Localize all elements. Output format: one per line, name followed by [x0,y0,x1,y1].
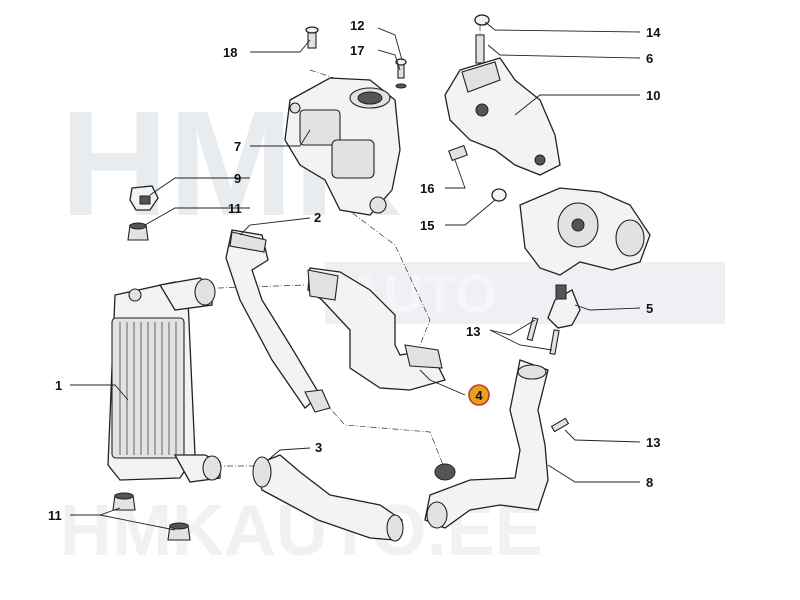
callout-17[interactable]: 17 [350,43,364,58]
callout-labels: 18 12 17 14 6 10 7 9 11 2 16 15 5 13 4 1… [48,18,661,523]
bolts-13[interactable] [526,317,570,433]
intake-pipe-8[interactable] [424,359,549,529]
callout-18[interactable]: 18 [223,45,237,60]
throttle-valve-assembly[interactable] [284,77,401,216]
callout-11-top[interactable]: 11 [228,201,242,216]
callout-15[interactable]: 15 [420,218,434,233]
callout-6[interactable]: 6 [646,51,653,66]
intake-hose-4[interactable] [307,267,446,391]
callout-11-bottom[interactable]: 11 [48,508,62,523]
callout-12[interactable]: 12 [350,18,364,33]
callout-14[interactable]: 14 [646,25,661,40]
intercooler[interactable] [107,277,222,483]
screws-top[interactable] [305,26,407,89]
turbocharger[interactable] [519,187,651,276]
leader-lines [70,21,641,531]
intercooler-fins [119,322,177,455]
intake-hose-3[interactable] [252,454,404,542]
callout-4[interactable]: 4 [475,388,483,403]
bolt-and-seal[interactable] [448,144,507,202]
intake-hose-2[interactable] [225,229,331,413]
callout-3[interactable]: 3 [315,440,322,455]
callout-1[interactable]: 1 [55,378,62,393]
sensor-5[interactable] [547,284,581,329]
callout-16[interactable]: 16 [420,181,434,196]
callout-8[interactable]: 8 [646,475,653,490]
callout-9[interactable]: 9 [234,171,241,186]
callout-7[interactable]: 7 [234,139,241,154]
callout-13-lower[interactable]: 13 [646,435,660,450]
callout-13-upper[interactable]: 13 [466,324,480,339]
callout-4-highlight[interactable]: 4 [468,384,490,406]
callout-10[interactable]: 10 [646,88,660,103]
rubber-mounts[interactable] [112,222,191,541]
callout-2[interactable]: 2 [314,210,321,225]
hose-clip[interactable] [129,185,159,211]
mounting-bracket[interactable] [444,14,561,176]
callout-5[interactable]: 5 [646,301,653,316]
